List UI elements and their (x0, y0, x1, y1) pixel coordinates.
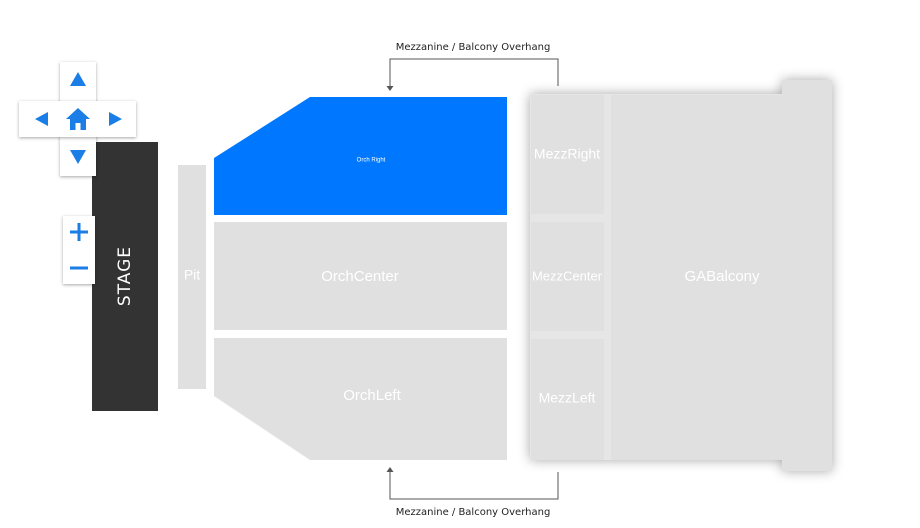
pan-control (19, 62, 137, 178)
overhang-bottom-connector (389, 470, 559, 500)
section-orch-left-label: OrchLeft (343, 387, 401, 404)
section-orch-center-label: OrchCenter (321, 268, 399, 285)
pan-up-button[interactable] (60, 64, 96, 94)
overhang-bottom-arrow-icon (386, 467, 394, 472)
section-orch-center[interactable] (214, 222, 507, 330)
overhang-top-label: Mezzanine / Balcony Overhang (396, 42, 551, 53)
plus-icon (70, 223, 88, 241)
section-mezz-center[interactable] (531, 222, 604, 331)
pan-right-button[interactable] (99, 101, 131, 137)
pan-left-button[interactable] (25, 101, 57, 137)
section-ga-balcony-ext[interactable] (782, 80, 832, 471)
zoom-in-button[interactable] (63, 216, 95, 248)
zoom-control (63, 216, 95, 284)
stage (92, 142, 158, 411)
arrow-up-icon (70, 72, 86, 86)
section-orch-right[interactable] (214, 97, 507, 215)
arrow-right-icon (108, 112, 122, 126)
overhang-top-connector (389, 58, 559, 88)
minus-icon (70, 266, 88, 270)
pan-home-button[interactable] (62, 101, 94, 137)
section-pit[interactable] (178, 165, 206, 389)
stage-label: STAGE (115, 246, 135, 306)
section-orch-left[interactable] (214, 338, 507, 460)
arrow-down-icon (70, 150, 86, 164)
home-icon (66, 108, 90, 130)
pan-down-button[interactable] (60, 142, 96, 172)
section-mezz-center-label: MezzCenter (532, 268, 603, 283)
section-ga-balcony[interactable] (611, 95, 782, 460)
section-mezz-right[interactable] (531, 95, 604, 214)
section-mezz-left-label: MezzLeft (539, 390, 596, 406)
section-ga-balcony-label: GABalcony (684, 268, 760, 285)
zoom-out-button[interactable] (63, 252, 95, 284)
section-mezz-left[interactable] (531, 339, 604, 460)
arrow-left-icon (34, 112, 48, 126)
section-pit-label: Pit (184, 267, 200, 283)
overhang-bottom-label: Mezzanine / Balcony Overhang (396, 507, 551, 518)
overhang-top-arrow-icon (386, 86, 394, 91)
section-mezz-right-label: MezzRight (534, 146, 600, 162)
section-orch-right-label: Orch Right (357, 158, 386, 164)
